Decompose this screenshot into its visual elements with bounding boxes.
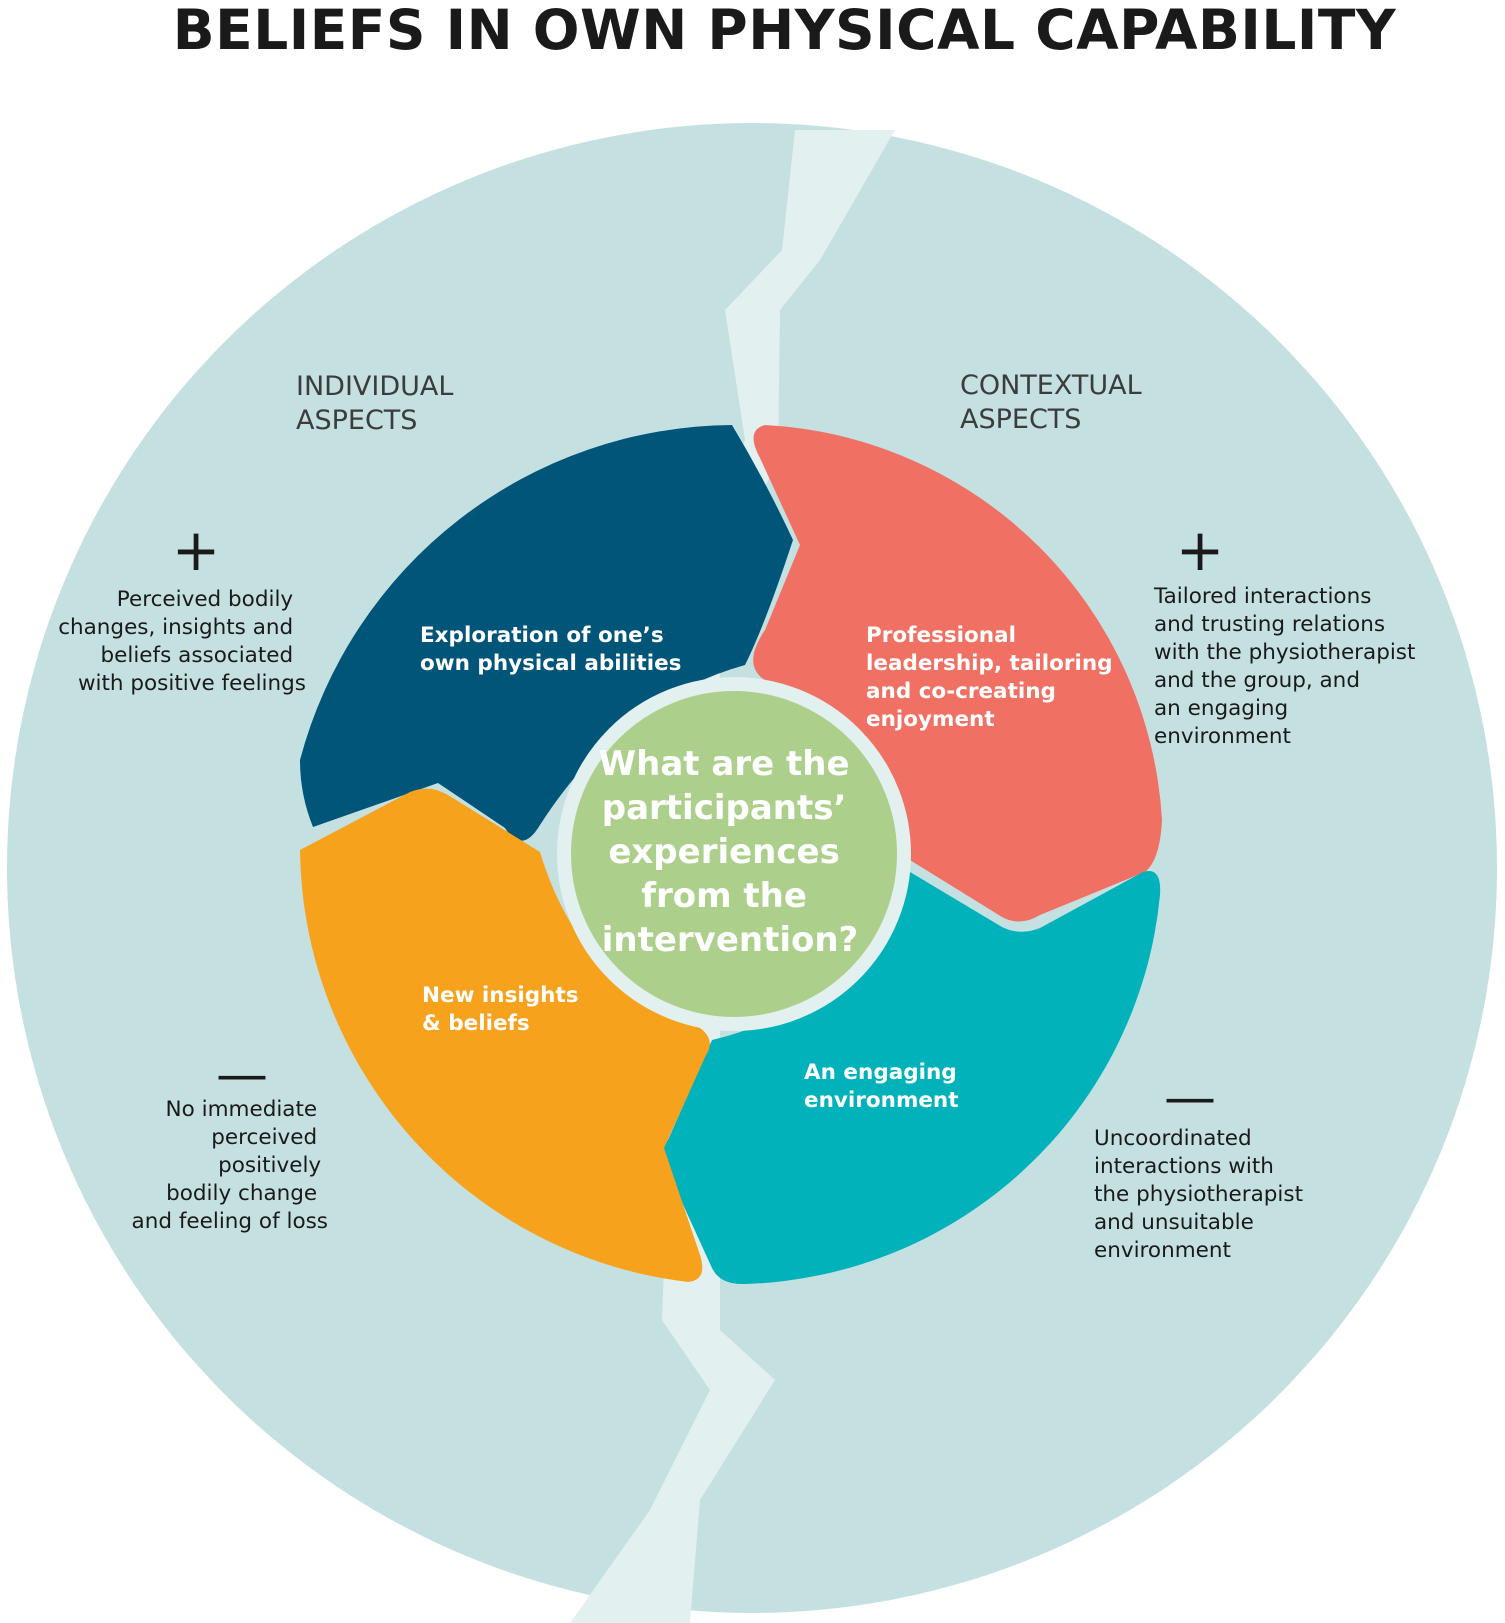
contextual-plus-icon: + bbox=[1176, 516, 1225, 584]
contextual-negative-line5: environment bbox=[1094, 1238, 1231, 1263]
professional-line2: leadership, tailoring bbox=[866, 651, 1113, 676]
center-circle bbox=[557, 677, 911, 1031]
professional-line1: Professional bbox=[866, 623, 1016, 648]
segment-insights-label: New insights & beliefs bbox=[422, 983, 586, 1036]
contextual-positive-line3: with the physiotherapist bbox=[1154, 640, 1415, 665]
individual-positive-line2: changes, insights and bbox=[58, 615, 293, 640]
segment-insights bbox=[300, 788, 710, 1282]
individual-negative-line1: No immediate bbox=[166, 1097, 318, 1122]
individual-heading-line1: INDIVIDUAL bbox=[296, 371, 453, 402]
engaging-line1: An engaging bbox=[804, 1060, 957, 1085]
contextual-negative-line1: Uncoordinated bbox=[1094, 1126, 1252, 1151]
individual-negative-line2: perceived bbox=[211, 1125, 317, 1150]
segment-professional bbox=[753, 425, 1162, 922]
contextual-minus-icon: — bbox=[1164, 1068, 1216, 1128]
individual-negative-line4: bodily change bbox=[166, 1181, 317, 1206]
contextual-positive-line5: an engaging bbox=[1154, 696, 1288, 721]
individual-positive-line3: beliefs associated bbox=[100, 643, 293, 668]
segment-professional-label: Professional leadership, tailoring and c… bbox=[866, 623, 1120, 732]
individual-plus-icon: + bbox=[172, 516, 221, 584]
exploration-line2: own physical abilities bbox=[420, 651, 681, 676]
insights-line1: New insights bbox=[422, 983, 579, 1008]
center-question: What are the participants’ experiences f… bbox=[599, 744, 862, 960]
contextual-heading-line2: ASPECTS bbox=[960, 404, 1081, 435]
insights-line2: & beliefs bbox=[422, 1011, 530, 1036]
segment-engaging-label: An engaging environment bbox=[804, 1060, 964, 1113]
contextual-positive-line4: and the group, and bbox=[1154, 668, 1360, 693]
individual-positive-text: Perceived bodily changes, insights and b… bbox=[58, 587, 306, 696]
individual-heading-line2: ASPECTS bbox=[296, 405, 417, 436]
individual-positive-line1: Perceived bodily bbox=[117, 587, 294, 612]
contextual-positive-line2: and trusting relations bbox=[1154, 612, 1385, 637]
segment-exploration bbox=[300, 425, 793, 841]
contextual-heading-line1: CONTEXTUAL bbox=[960, 370, 1142, 401]
contextual-positive-line6: environment bbox=[1154, 724, 1291, 749]
individual-negative-line3: positively bbox=[218, 1153, 321, 1178]
center-line4: from the bbox=[641, 876, 807, 916]
center-line5: intervention? bbox=[602, 920, 859, 960]
contextual-heading: CONTEXTUAL ASPECTS bbox=[960, 370, 1150, 435]
contextual-negative-line3: the physiotherapist bbox=[1094, 1182, 1303, 1207]
segment-exploration-label: Exploration of one’s own physical abilit… bbox=[420, 623, 681, 676]
contextual-positive-line1: Tailored interactions bbox=[1153, 584, 1371, 609]
segment-engaging bbox=[662, 870, 1161, 1285]
exploration-line1: Exploration of one’s bbox=[420, 623, 664, 648]
center-line2: participants’ bbox=[602, 788, 847, 828]
individual-heading: INDIVIDUAL ASPECTS bbox=[296, 371, 462, 436]
contextual-negative-line4: and unsuitable bbox=[1094, 1210, 1254, 1235]
contextual-positive-text: Tailored interactions and trusting relat… bbox=[1153, 584, 1422, 749]
individual-minus-icon: — bbox=[216, 1045, 268, 1105]
diagram-title: BELIEFS IN OWN PHYSICAL CAPABILITY bbox=[172, 0, 1397, 62]
center-line1: What are the bbox=[599, 744, 850, 784]
professional-line3: and co-creating bbox=[866, 679, 1056, 704]
contextual-negative-line2: interactions with bbox=[1094, 1154, 1274, 1179]
engaging-line2: environment bbox=[804, 1088, 959, 1113]
professional-line4: enjoyment bbox=[866, 707, 995, 732]
center-line3: experiences bbox=[608, 832, 840, 872]
individual-negative-line5: and feeling of loss bbox=[132, 1209, 328, 1234]
individual-positive-line4: with positive feelings bbox=[78, 671, 306, 696]
individual-negative-text: No immediate perceived positively bodily… bbox=[132, 1097, 328, 1234]
contextual-negative-text: Uncoordinated interactions with the phys… bbox=[1094, 1126, 1310, 1263]
